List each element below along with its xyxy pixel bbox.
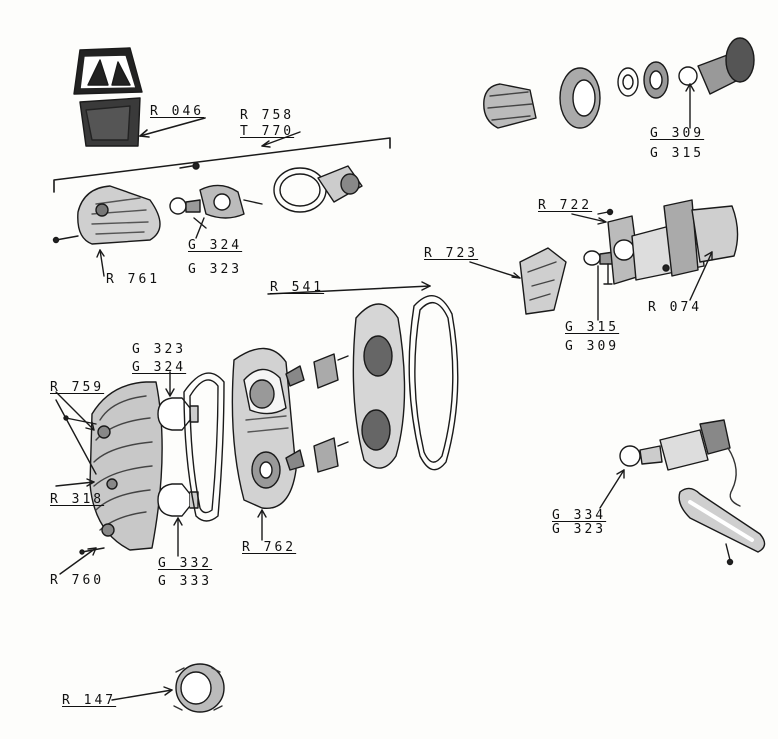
- lens-plate-clear: [73, 47, 143, 95]
- label-r762: R 762: [242, 540, 297, 555]
- label-r761: R 761: [106, 272, 161, 287]
- label-g309-b: G 309: [565, 339, 620, 354]
- gasket-ring-top: [559, 67, 601, 129]
- label-g332: G 332: [158, 556, 213, 571]
- ring-r147: [173, 663, 225, 713]
- lamp-housing-r761: [52, 185, 161, 245]
- label-g315-a: G 315: [650, 146, 705, 161]
- clip-ring: [273, 167, 327, 213]
- contact-clips: [285, 353, 349, 473]
- bulb-holder-top: [483, 83, 537, 129]
- label-r722: R 722: [538, 198, 593, 213]
- screw-top: [179, 162, 200, 170]
- label-g315-b: G 315: [565, 320, 620, 335]
- screw-r722: [597, 208, 614, 216]
- bulb-r722: [583, 250, 615, 266]
- socket-cone: [317, 165, 363, 203]
- lens-r318: [89, 381, 163, 551]
- label-r147: R 147: [62, 693, 117, 708]
- label-g323-c: G 323: [552, 522, 607, 537]
- lens-r723: [519, 247, 567, 315]
- label-g323-a: G 323: [188, 262, 243, 277]
- seal-gasket: [408, 295, 459, 471]
- bulb-socket-assembly: [169, 184, 263, 229]
- label-r759: R 759: [50, 380, 105, 395]
- mounting-plate-r722: [607, 215, 641, 285]
- group-bracket: [53, 137, 391, 193]
- label-g324-b: G 324: [132, 360, 187, 375]
- label-r541: R 541: [270, 280, 325, 295]
- bulb-top: [678, 66, 698, 86]
- socket-cylinder-top: [697, 37, 755, 95]
- plate-housing: [678, 487, 766, 566]
- gasket-frame: [183, 372, 225, 522]
- leader-r046: [139, 117, 206, 137]
- label-r318: R 318: [50, 492, 105, 507]
- bulb-upper: [157, 397, 199, 431]
- label-g334: G 334: [552, 508, 607, 523]
- bulb-lower: [157, 483, 199, 517]
- label-g333: G 333: [158, 574, 213, 589]
- label-t770: T 770: [240, 124, 295, 139]
- label-g323-b: G 323: [132, 342, 187, 357]
- bulb-g334: [619, 445, 663, 467]
- label-r758: R 758: [240, 108, 295, 123]
- reflector-housing-r762: [231, 347, 297, 510]
- label-r046: R 046: [150, 104, 205, 119]
- back-plate: [352, 303, 406, 469]
- spring-washer-top: [643, 61, 669, 99]
- label-g324-a: G 324: [188, 238, 243, 253]
- label-r723: R 723: [424, 246, 479, 261]
- label-r074: R 074: [648, 300, 703, 315]
- lens-plate-red: [79, 97, 141, 147]
- tube-r074: [631, 199, 739, 281]
- label-g309-a: G 309: [650, 126, 705, 141]
- washer-top: [617, 67, 639, 97]
- socket-g334: [659, 419, 741, 507]
- label-r760: R 760: [50, 573, 105, 588]
